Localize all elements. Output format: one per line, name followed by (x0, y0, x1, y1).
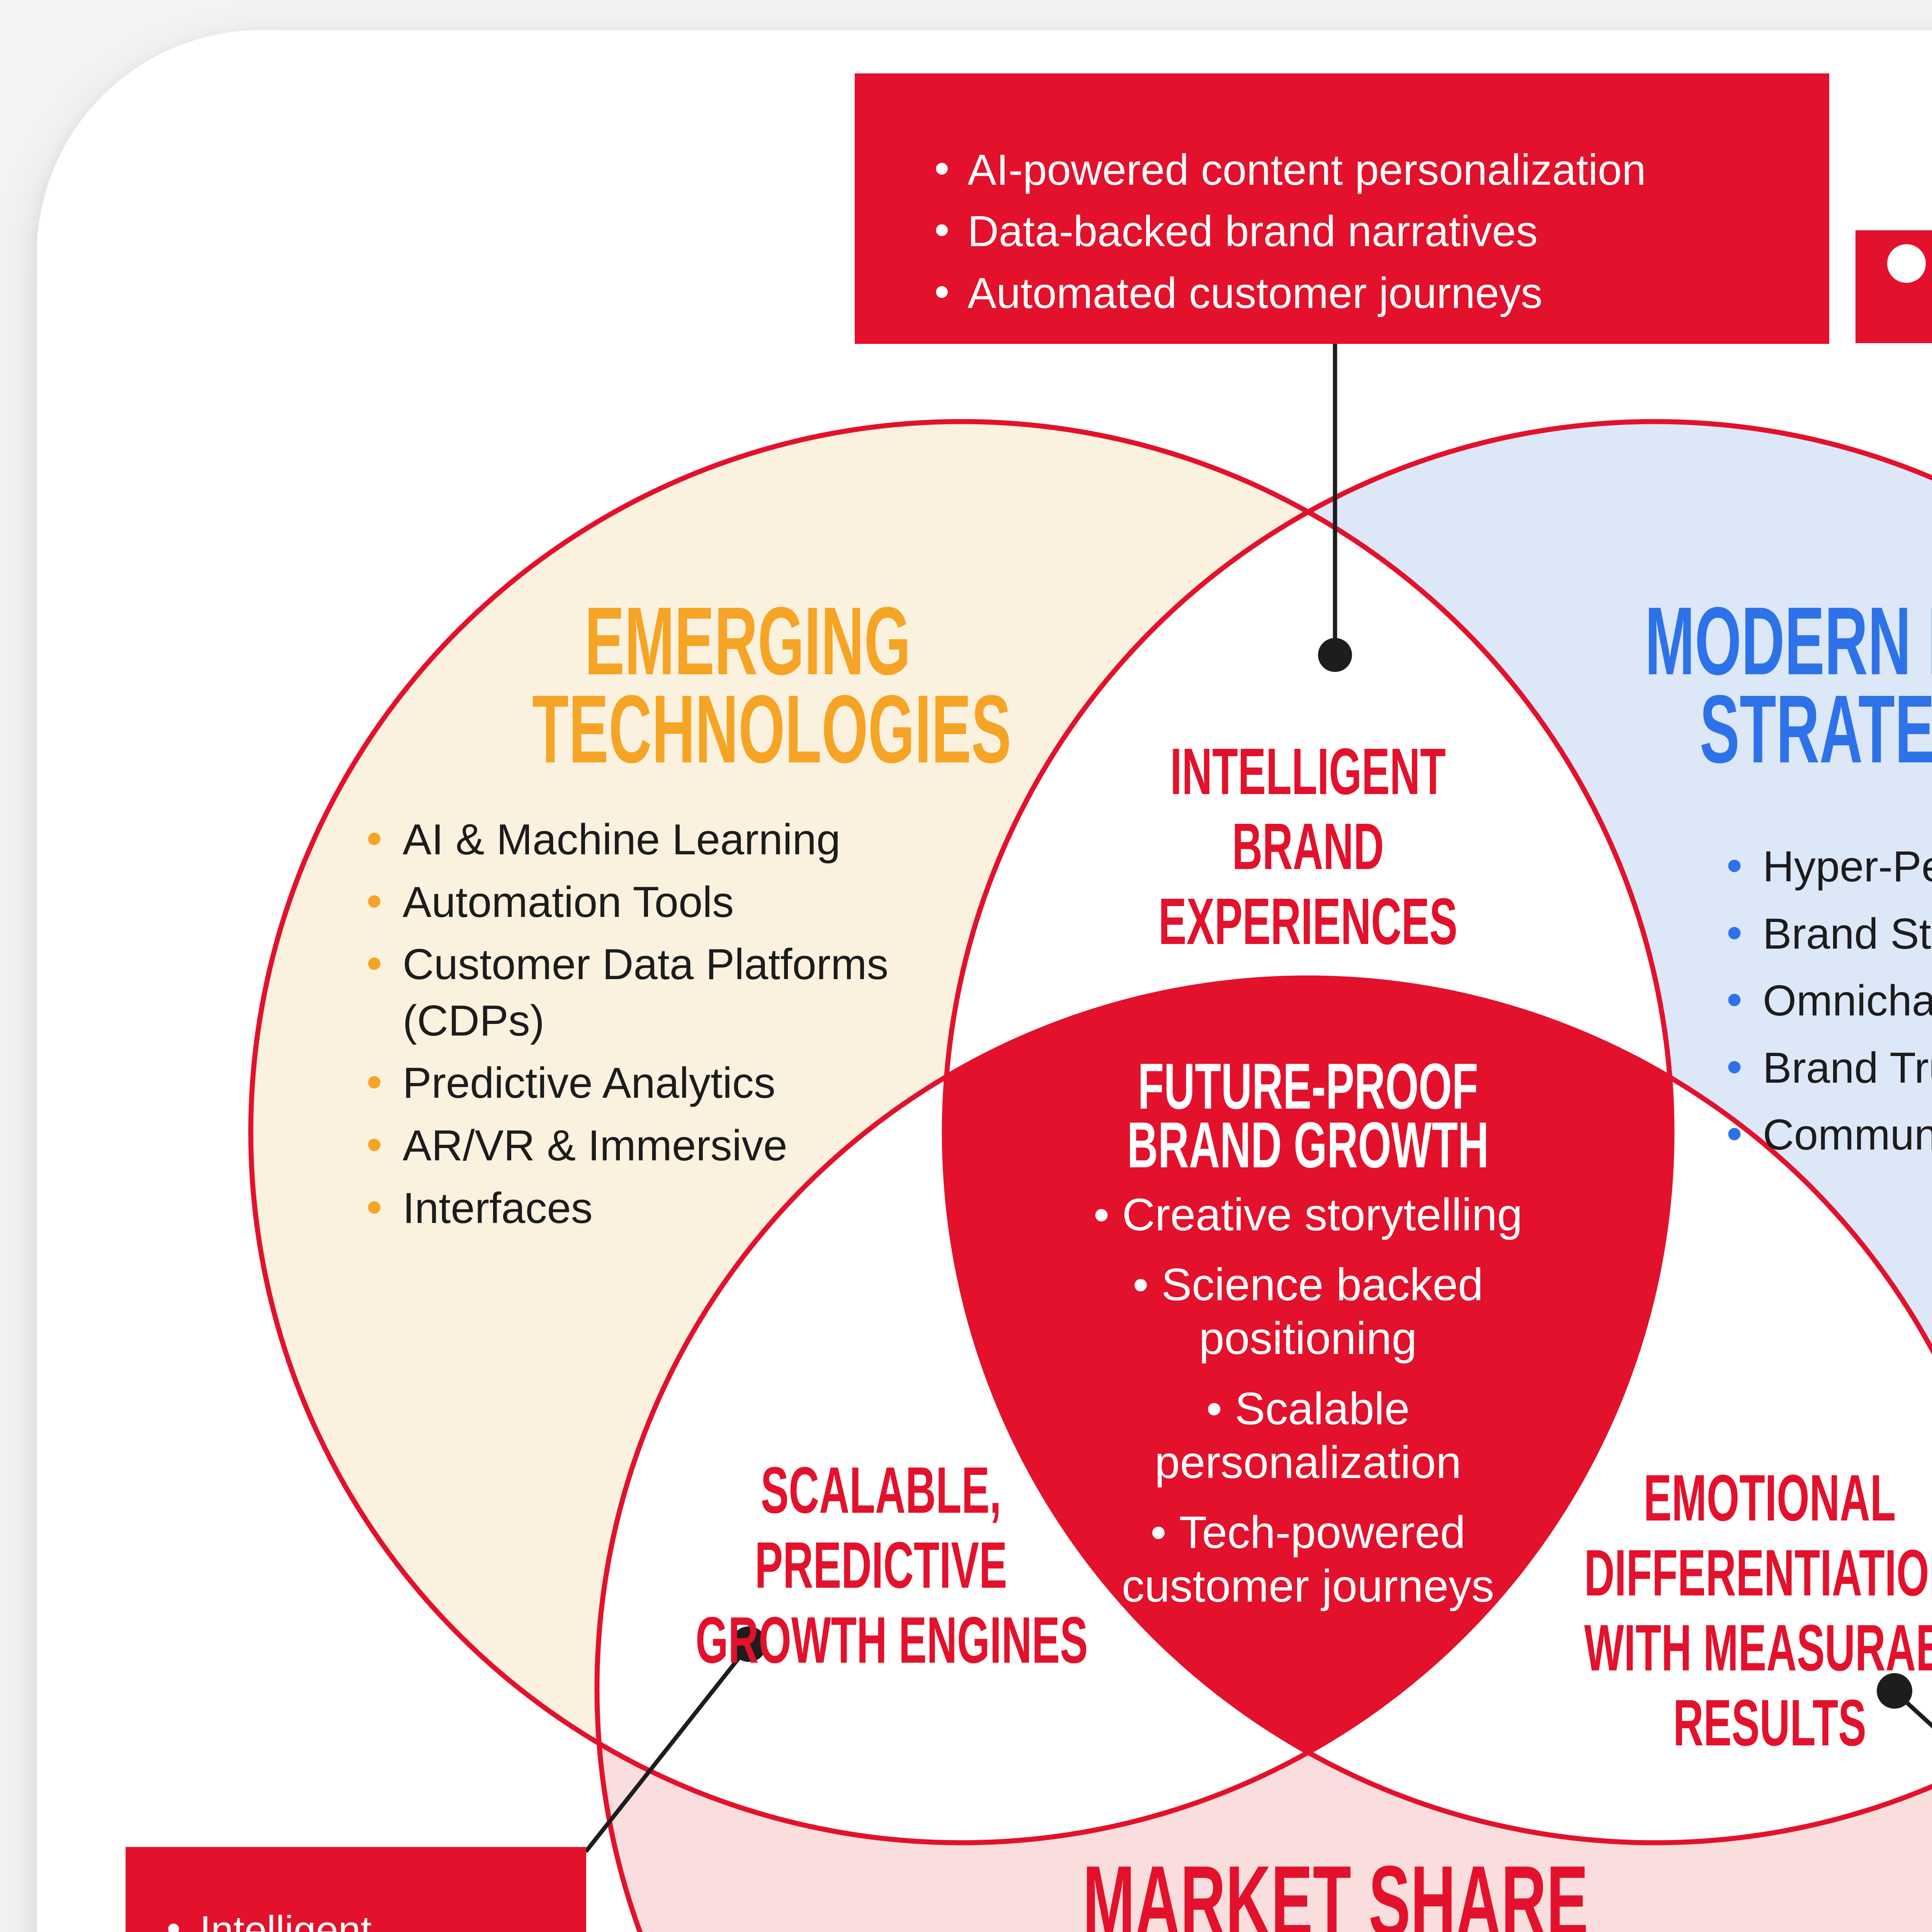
title-line: EMOTIONAL (1643, 1461, 1896, 1535)
title-line: RESULTS (1673, 1686, 1866, 1760)
list-item: Brand Storytelling (1719, 903, 1932, 962)
list-item: Hyper-Personalization (1719, 836, 1932, 895)
callout-left-list: Intelligent automations Audience data & … (156, 1903, 563, 1932)
list-item: Omnichannel Presence (1719, 970, 1932, 1029)
list-item: Intelligent automations (156, 1903, 563, 1932)
emerging-title: EMERGING TECHNOLOGIES (400, 587, 1095, 783)
overlap-left-title: SCALABLE, PREDICTIVE GROWTH ENGINES (591, 1453, 1171, 1678)
overlap-right-title: EMOTIONAL DIFFERENTIATION WITH MEASURABL… (1480, 1461, 1932, 1760)
title-line: EXPERIENCES (1158, 885, 1458, 958)
emerging-list: AI & Machine Learning Automation Tools C… (359, 809, 1024, 1242)
title-line: FUTURE-PROOF (1138, 1050, 1478, 1122)
center-title: FUTURE-PROOF BRAND GROWTH (1018, 1050, 1598, 1181)
title-line: MODERN BRAND (1645, 587, 1932, 695)
emerging-circle-outline (248, 419, 1675, 1845)
title-line: GROWTH ENGINES (696, 1604, 1088, 1677)
left-connector-line (584, 1645, 750, 1853)
title-line: WITH MEASURABLE (1584, 1611, 1932, 1685)
list-item: Interfaces (359, 1178, 1024, 1236)
list-item: Automation Tools (359, 872, 1024, 930)
list-item: AR/VR & Immersive (359, 1115, 1024, 1174)
list-item: Customer Data Platforms (CDPs) (359, 934, 1024, 1049)
title-line: DIFFERENTIATION (1584, 1536, 1932, 1610)
title-line: SCALABLE, (760, 1454, 1002, 1527)
list-item: Brand Trust & Values (1719, 1037, 1932, 1096)
center-list: Creative storytelling Science backed pos… (1065, 1188, 1551, 1630)
title-line: STRATEGY (1699, 675, 1932, 783)
callout-top-list: AI-powered content personalization Data-… (924, 141, 1764, 321)
modern-title: MODERN BRAND STRATEGY (1513, 587, 1932, 783)
right-connector-line (1894, 1690, 1932, 1729)
list-item: Automated customer journeys (924, 264, 1764, 321)
list-item: Community Engagement (1719, 1104, 1932, 1163)
overlap-top-title: INTELLIGENT BRAND EXPERIENCES (1018, 734, 1598, 959)
title-line: BRAND GROWTH (1127, 1109, 1489, 1181)
right-anchor-dot (1877, 1673, 1912, 1709)
left-anchor-dot (731, 1626, 767, 1662)
list-item: Predictive Analytics (359, 1053, 1024, 1111)
list-item: Creative storytelling (1065, 1188, 1551, 1242)
logo-circle-cutout-icon (1887, 244, 1926, 283)
title-line: INTELLIGENT (1170, 735, 1446, 808)
logo-square-icon (1855, 230, 1932, 343)
market-title: MARKET SHARE GROWTH TACTICS (951, 1847, 1646, 1932)
list-item: Science backed positioning (1065, 1258, 1551, 1366)
title-line: PREDICTIVE (755, 1529, 1007, 1602)
list-item: Data-backed brand narratives (924, 202, 1764, 259)
title-line: EMERGING (585, 587, 911, 695)
callout-top-box: AI-powered content personalization Data-… (855, 73, 1829, 344)
top-anchor-dot (1318, 638, 1352, 672)
list-item: Tech-powered customer journeys (1065, 1506, 1551, 1613)
title-line: TECHNOLOGIES (532, 675, 1012, 783)
market-circle-outline (595, 976, 1932, 1932)
list-item: Scalable personalization (1065, 1382, 1551, 1490)
list-item: AI & Machine Learning (359, 809, 1024, 868)
callout-left-box: Intelligent automations Audience data & … (126, 1847, 586, 1932)
modern-list: Hyper-Personalization Brand Storytelling… (1719, 836, 1932, 1174)
list-item: AI-powered content personalization (924, 141, 1764, 197)
title-line: BRAND (1232, 810, 1384, 883)
title-line: MARKET SHARE (1083, 1845, 1588, 1932)
